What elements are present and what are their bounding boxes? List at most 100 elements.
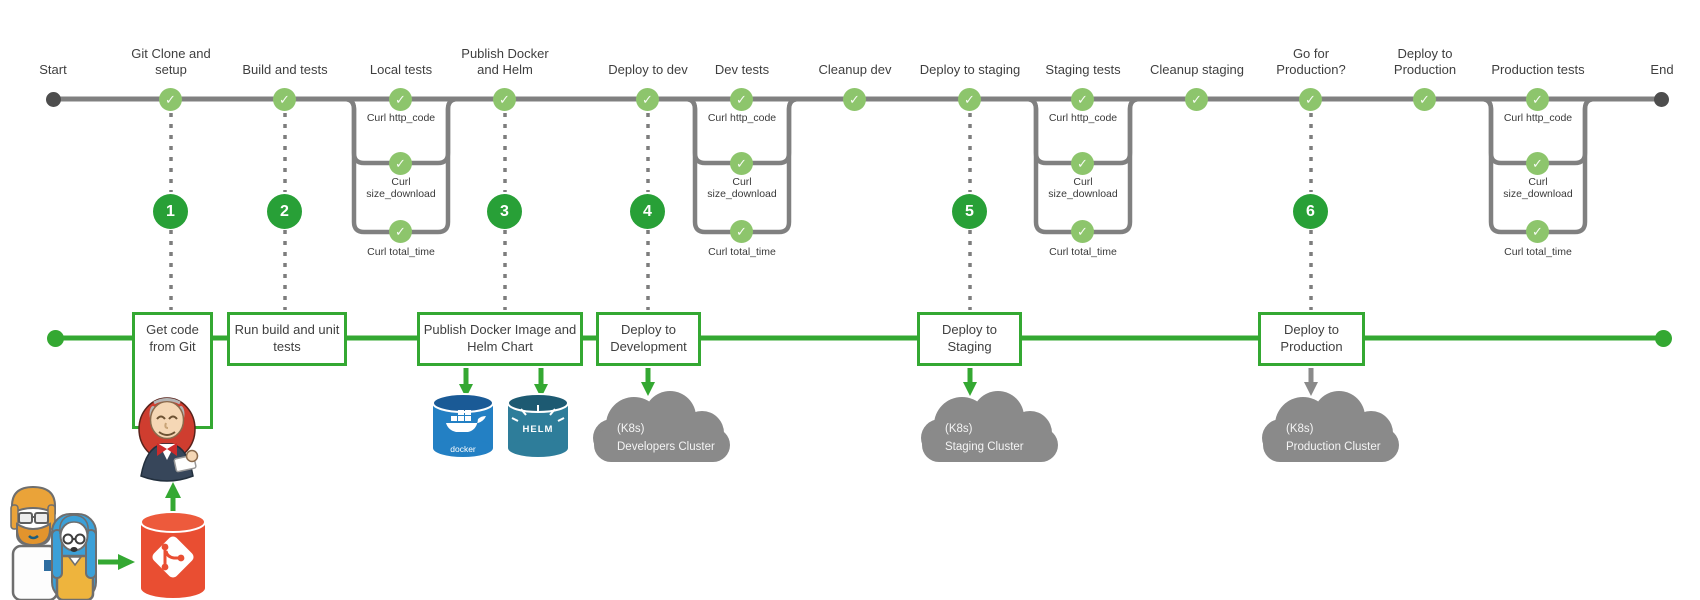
curl-size-label: Curl size_download xyxy=(1048,176,1118,201)
curl-time-label: Curl total_time xyxy=(1504,246,1572,258)
checkpoint-staging-tests: ✓ xyxy=(1071,88,1094,111)
label-publish-docker-helm: Publish Docker and Helm xyxy=(461,46,549,78)
checkpoint-cleanup-dev: ✓ xyxy=(843,88,866,111)
check-icon: ✓ xyxy=(1191,91,1202,107)
box-publish-docker-helm: Publish Docker Image and Helm Chart xyxy=(417,312,583,366)
box-deploy-staging: Deploy to Staging xyxy=(917,312,1022,366)
check-icon: ✓ xyxy=(1077,91,1088,107)
git-to-jenkins-arrow xyxy=(165,482,181,514)
label-cleanup-staging: Cleanup staging xyxy=(1150,62,1244,78)
label-start: Start xyxy=(39,62,67,78)
checkpoint-deploy-dev: ✓ xyxy=(636,88,659,111)
glasses-icon xyxy=(62,533,74,545)
start-dot xyxy=(46,92,61,107)
checkpoint-curl-size-dev: ✓ xyxy=(730,152,753,175)
checkpoint-local-tests: ✓ xyxy=(389,88,412,111)
label-end: End xyxy=(1650,62,1674,78)
production-cluster-cloud xyxy=(1262,391,1399,462)
check-icon: ✓ xyxy=(1077,223,1088,239)
check-icon: ✓ xyxy=(642,91,653,107)
check-icon: ✓ xyxy=(736,91,747,107)
checkpoint-production-tests: ✓ xyxy=(1526,88,1549,111)
check-icon: ✓ xyxy=(165,91,176,107)
bottom-end-dot xyxy=(1655,330,1672,347)
step-number-5: 5 xyxy=(952,194,987,229)
box-deploy-development: Deploy to Development xyxy=(596,312,701,366)
label-git-clone: Git Clone and setup xyxy=(131,46,211,78)
check-icon: ✓ xyxy=(849,91,860,107)
developers-to-git-arrow xyxy=(98,554,135,570)
gray-arrow-production xyxy=(1304,368,1318,396)
check-icon: ✓ xyxy=(1532,223,1543,239)
jenkins-mascot xyxy=(138,397,199,482)
label-deploy-dev: Deploy to dev xyxy=(608,62,688,78)
developer-woman-avatar xyxy=(51,513,97,600)
checkpoint-curl-size-local: ✓ xyxy=(389,152,412,175)
label-dev-tests: Dev tests xyxy=(714,62,770,78)
label-cleanup-dev: Cleanup dev xyxy=(818,62,892,78)
check-icon: ✓ xyxy=(395,155,406,171)
checkpoint-go-production: ✓ xyxy=(1299,88,1322,111)
check-icon: ✓ xyxy=(499,91,510,107)
curl-time-label: Curl total_time xyxy=(367,246,435,258)
helm-repository-icon xyxy=(507,393,569,457)
check-icon: ✓ xyxy=(736,155,747,171)
step-number-6: 6 xyxy=(1293,194,1328,229)
step-number-2: 2 xyxy=(267,194,302,229)
label-production-tests: Production tests xyxy=(1491,62,1585,78)
step-number-3: 3 xyxy=(487,194,522,229)
green-arrows xyxy=(459,368,977,398)
check-icon: ✓ xyxy=(736,223,747,239)
git-logo-branch xyxy=(161,543,185,571)
curl-size-label: Curl size_download xyxy=(1503,176,1573,201)
check-icon: ✓ xyxy=(1077,155,1088,171)
curl-time-label: Curl total_time xyxy=(1049,246,1117,258)
curl-size-label: Curl size_download xyxy=(366,176,436,201)
developer-man-avatar xyxy=(10,485,59,600)
docker-whale-icon xyxy=(446,410,486,432)
checkpoint-cleanup-staging: ✓ xyxy=(1185,88,1208,111)
label-build-tests: Build and tests xyxy=(242,62,328,78)
check-icon: ✓ xyxy=(1419,91,1430,107)
checkpoint-curl-size-production: ✓ xyxy=(1526,152,1549,175)
checkpoint-curl-time-staging: ✓ xyxy=(1071,220,1094,243)
curl-http-label: Curl http_code xyxy=(707,112,777,124)
checkpoint-deploy-production: ✓ xyxy=(1413,88,1436,111)
label-staging-tests: Staging tests xyxy=(1045,62,1121,78)
end-dot xyxy=(1654,92,1669,107)
checkpoint-git-clone: ✓ xyxy=(159,88,182,111)
checkpoint-curl-time-dev: ✓ xyxy=(730,220,753,243)
checkpoint-build: ✓ xyxy=(273,88,296,111)
box-deploy-dev-label: Deploy to Development xyxy=(610,322,687,354)
curl-http-label: Curl http_code xyxy=(1048,112,1118,124)
check-icon: ✓ xyxy=(1305,91,1316,107)
check-icon: ✓ xyxy=(395,91,406,107)
docker-registry-icon xyxy=(432,393,494,457)
check-icon: ✓ xyxy=(1532,91,1543,107)
helm-rays-icon xyxy=(511,405,565,422)
curl-size-label: Curl size_download xyxy=(707,176,777,201)
curl-time-label: Curl total_time xyxy=(708,246,776,258)
sunglasses-icon xyxy=(18,512,33,524)
step-number-4: 4 xyxy=(630,194,665,229)
label-local-tests: Local tests xyxy=(369,62,433,78)
checkpoint-dev-tests: ✓ xyxy=(730,88,753,111)
box-publish-label: Publish Docker Image and Helm Chart xyxy=(423,322,577,354)
bottom-start-dot xyxy=(47,330,64,347)
check-icon: ✓ xyxy=(964,91,975,107)
checkpoint-publish: ✓ xyxy=(493,88,516,111)
step-number-1: 1 xyxy=(153,194,188,229)
box-run-build: Run build and unit tests xyxy=(227,312,347,366)
staging-cluster-cloud xyxy=(921,391,1058,462)
checkpoint-deploy-staging: ✓ xyxy=(958,88,981,111)
checkpoint-curl-time-production: ✓ xyxy=(1526,220,1549,243)
curl-http-label: Curl http_code xyxy=(366,112,436,124)
box-deploy-staging-label: Deploy to Staging xyxy=(942,322,997,354)
box-deploy-production-label: Deploy to Production xyxy=(1280,322,1343,354)
label-deploy-production: Deploy to Production xyxy=(1393,46,1457,78)
checkpoint-curl-size-staging: ✓ xyxy=(1071,152,1094,175)
dashed-connectors xyxy=(169,113,1313,310)
